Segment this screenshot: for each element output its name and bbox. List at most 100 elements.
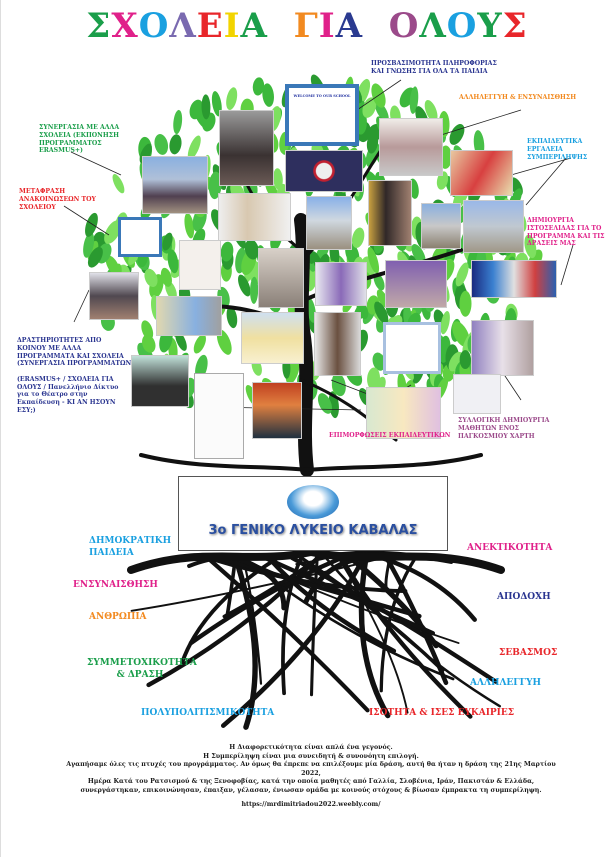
leaf	[449, 123, 465, 145]
title-letter: Ο	[446, 6, 478, 46]
leaf	[351, 227, 365, 248]
leaf	[220, 241, 234, 262]
root	[233, 555, 287, 611]
title-letter: Λ	[419, 6, 447, 46]
label-joint-activities-main: ΔΡΑΣΤΗΡΙΟΤΗΤΕΣ ΑΠΟ ΚΟΙΝΟΥ ΜΕ ΑΛΛΑ ΠΡΟΓΡΑ…	[17, 337, 132, 368]
title-letter: Χ	[111, 6, 139, 46]
root-label-participation: ΣΥΜΜΕΤΟΧΙΚΟΤΗΤΑ & ΔΡΑΣΗ	[87, 658, 197, 680]
root-label-solidarity: ΑΛΛΗΛΕΓΓΥΗ	[470, 678, 542, 688]
photo-gathering	[258, 248, 304, 308]
root	[358, 555, 391, 719]
leaf	[189, 99, 204, 120]
root-label-humanity: ΑΝΘΡΩΠΙΑ	[89, 612, 147, 622]
root	[220, 555, 366, 728]
root	[127, 547, 505, 574]
photo-schoolyard-2	[421, 203, 461, 249]
leaf	[409, 86, 419, 114]
root-label-respect: ΣΕΒΑΣΜΟΣ	[499, 648, 558, 658]
root-label-equality: ΙΣΟΤΗΤΑ & ΙΣΕΣ ΕΥΚΑΙΡΙΕΣ	[369, 708, 515, 718]
photo-group-outdoor	[142, 156, 208, 214]
leaf	[201, 94, 211, 120]
leaf	[144, 268, 158, 288]
leaf	[424, 99, 438, 122]
label-access: ΠΡΟΣΒΑΣΙΜΟΤΗΤΑ ΠΛΗΡΟΦΟΡΙΑΣ ΚΑΙ ΓΝΩΣΗΣ ΓΙ…	[371, 60, 497, 75]
root	[222, 556, 321, 619]
leaf	[249, 276, 259, 304]
root	[379, 556, 417, 693]
label-world-map: ΣΥΛΛΟΓΙΚΗ ΔΗΜΙΟΥΡΓΙΑ ΜΑΘΗΤΩΝ ΕΝΟΣ ΠΑΓΚΟΣ…	[458, 417, 550, 440]
leaf	[85, 212, 98, 237]
label-inclusion-tools: ΕΚΠΑΙΔΕΥΤΙΚΑ ΕΡΓΑΛΕΙΑ ΣΥΜΠΕΡΙΛΗΨΗΣ	[527, 138, 588, 161]
leaf	[244, 239, 259, 260]
welcome-sign-text: WELCOME TO OUR SCHOOL	[293, 94, 351, 98]
photo-notice	[179, 240, 221, 290]
tree-roots	[127, 547, 505, 730]
root-label-tolerance: ΑΝΕΚΤΙΚΟΤΗΤΑ	[467, 543, 553, 553]
school-name: 3ο ΓΕΝΙΚΟ ΛΥΚΕΙΟ ΚΑΒΑΛΑΣ	[208, 523, 418, 538]
school-logo	[287, 485, 339, 519]
leaf	[374, 301, 389, 324]
title-letter: Ο	[388, 6, 420, 46]
root	[295, 557, 328, 566]
title-letter: Λ	[169, 6, 197, 46]
photo-certificates	[218, 193, 291, 241]
photo-school-building	[156, 296, 222, 336]
leaf	[162, 232, 173, 251]
title-letter: Γ	[293, 6, 319, 46]
photo-students-group	[89, 272, 139, 320]
title-letter: Ι	[318, 6, 336, 46]
photo-welcome-arrows	[383, 322, 441, 374]
photo-presentation-room	[131, 355, 189, 407]
photo-paper-boats	[252, 382, 302, 439]
photo-world-map	[450, 150, 513, 196]
root	[348, 555, 439, 649]
leaf	[372, 352, 386, 371]
leaf	[252, 77, 265, 96]
leaf	[193, 334, 206, 354]
title-letter: Ε	[196, 6, 224, 46]
leaf	[459, 350, 471, 370]
root-label-acceptance: ΑΠΟΔΟΧΗ	[497, 592, 551, 602]
leaf	[455, 262, 469, 287]
root	[309, 556, 319, 697]
root-label-empathy: ΕΝΣΥΝΑΙΣΘΗΣΗ	[73, 580, 158, 590]
school-logo-box: 3ο ΓΕΝΙΚΟ ΛΥΚΕΙΟ ΚΑΒΑΛΑΣ	[178, 476, 448, 551]
leaf	[104, 220, 122, 244]
root	[217, 555, 422, 619]
leaf	[459, 290, 472, 317]
leaf	[262, 83, 274, 107]
leaf	[112, 174, 125, 194]
photo-purple-map-group	[385, 260, 447, 308]
photo-schoolyard-3	[463, 200, 524, 253]
photo-presenter	[314, 312, 361, 376]
root-label-democratic-education: ΔΗΜΟΚΡΑΤΙΚΗ ΠΑΙΔΕΙΑ	[89, 536, 172, 558]
website-link[interactable]: https://mrdimitriadou2022.weebly.com/	[241, 801, 381, 808]
statement-line: Η Συμπερίληψη είναι μια συνειδητή & συνο…	[203, 752, 419, 760]
photo-note-paper	[453, 374, 501, 414]
photo-castle-drawing	[241, 312, 304, 364]
leaf	[142, 334, 156, 353]
poster-title: ΣΧΟΛΕΙΑ ΓΙΑ ΟΛΟΥΣ	[1, 6, 612, 46]
leaf	[83, 232, 95, 258]
label-joint-activities: ΔΡΑΣΤΗΡΙΟΤΗΤΕΣ ΑΠΟ ΚΟΙΝΟΥ ΜΕ ΑΛΛΑ ΠΡΟΓΡΑ…	[17, 337, 132, 415]
title-letter: Σ	[86, 6, 112, 46]
label-website: ΔΗΜΙΟΥΡΓΙΑ ΙΣΤΟΣΕΛΙΔΑΣ ΓΙΑ ΤΟ ΠΡΟΓΡΑΜΜΑ …	[527, 217, 605, 248]
leaf	[169, 134, 182, 155]
leaf	[524, 234, 537, 259]
photo-face-poster	[285, 150, 363, 192]
leaf	[367, 247, 380, 274]
photo-group-classroom	[379, 118, 443, 176]
leaf	[411, 244, 426, 265]
leaf	[440, 311, 450, 335]
photo-schoolyard-1	[306, 196, 352, 250]
root	[379, 555, 477, 622]
label-teacher-training: ΕΠΙΜΟΡΦΩΣΕΙΣ ΕΚΠΑΙΔΕΥΤΙΚΩΝ	[329, 432, 451, 439]
photo-flower-drawing	[366, 387, 441, 439]
root	[188, 555, 344, 646]
leaf	[208, 171, 222, 200]
leaf	[141, 320, 154, 340]
leaf	[317, 393, 333, 414]
leaf	[367, 367, 380, 390]
leaf	[173, 109, 183, 135]
